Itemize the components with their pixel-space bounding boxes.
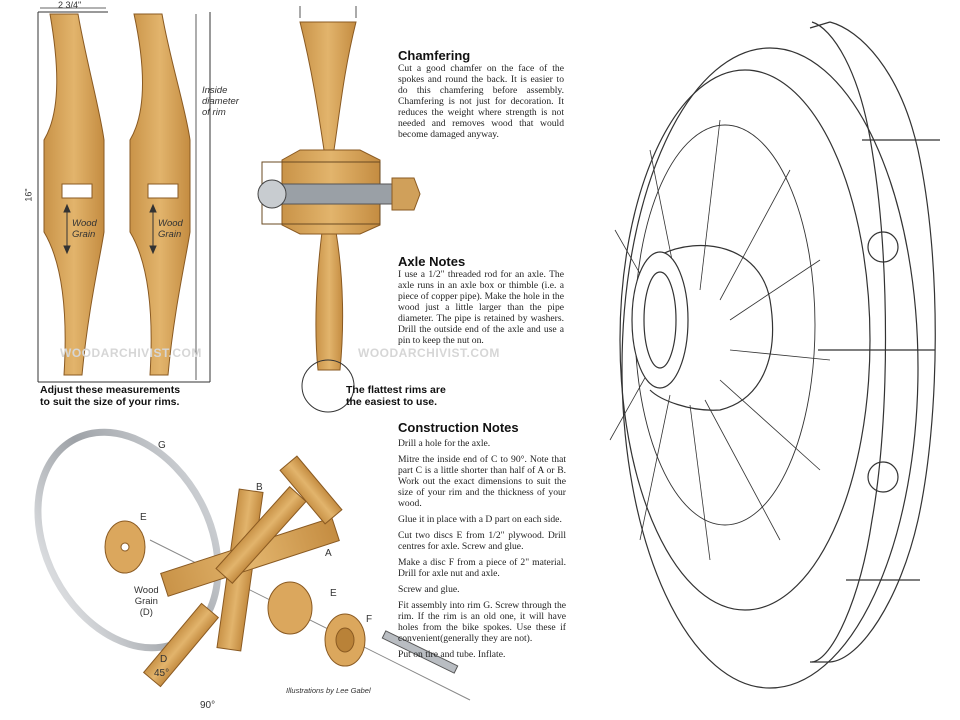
wood-grain-d-label: Wood Grain (D) [134,585,159,618]
part-label-d: D [160,654,168,665]
watermark-1: WOODARCHIVIST.COM [60,346,202,360]
disc-e-right [267,581,313,635]
grain-arrows [63,203,157,255]
flattest-caption: The flattest rims are the easiest to use… [346,384,446,408]
angle-45-label: 45° [154,668,170,679]
part-label-f: F [366,614,373,625]
spoke-slot-1 [61,183,93,199]
chamfering-section: Chamfering Cut a good chamfer on the fac… [398,48,564,140]
axle-section: Axle Notes I use a 1/2" threaded rod for… [398,254,564,346]
spoke-side-view [257,6,421,413]
angle-90-label: 90° [200,700,216,711]
construction-title: Construction Notes [398,420,519,435]
dim-height-label: 16" [23,188,34,202]
watermark-2: WOODARCHIVIST.COM [358,346,500,360]
axle-title: Axle Notes [398,254,466,269]
construction-step: Drill a hole for the axle. [398,438,491,449]
part-label-g: G [158,440,166,451]
spoke-slot-2 [147,183,179,199]
construction-step: Screw and glue. [398,584,460,595]
dim-width-label: 2 3/4" [58,0,82,10]
chamfering-title: Chamfering [398,48,471,63]
part-label-e-left: E [140,512,147,523]
chamfering-text: Cut a good chamfer on the face of the sp… [398,63,564,140]
construction-step: Make a disc F from a piece of 2" materia… [398,557,566,579]
adjust-caption: Adjust these measurements to suit the si… [40,384,181,408]
wood-grain-label-1: Wood Grain [72,218,97,240]
construction-step: Put on tire and tube. Inflate. [398,649,506,660]
construction-step: Fit assembly into rim G. Screw through t… [398,600,566,644]
spoke-template-panel [37,7,211,383]
construction-step: Glue it in place with a D part on each s… [398,514,562,525]
part-label-b: B [256,482,263,493]
construction-section: Construction Notes Drill a hole for the … [398,420,566,665]
exploded-assembly [34,428,471,701]
wood-grain-label-2: Wood Grain [158,218,183,240]
part-label-a: A [325,548,332,559]
construction-steps: Drill a hole for the axle. Mitre the ins… [398,438,566,660]
axle-text: I use a 1/2" threaded rod for an axle. T… [398,269,564,346]
illustration-credit: Illustrations by Lee Gabel [286,686,371,695]
construction-step: Cut two discs E from 1/2" plywood. Drill… [398,530,566,552]
part-label-e-right: E [330,588,337,599]
inside-diameter-label: Inside diameter of rim [202,85,239,118]
construction-step: Mitre the inside end of C to 90°. Note t… [398,454,566,509]
wheel-sketch [609,21,940,689]
